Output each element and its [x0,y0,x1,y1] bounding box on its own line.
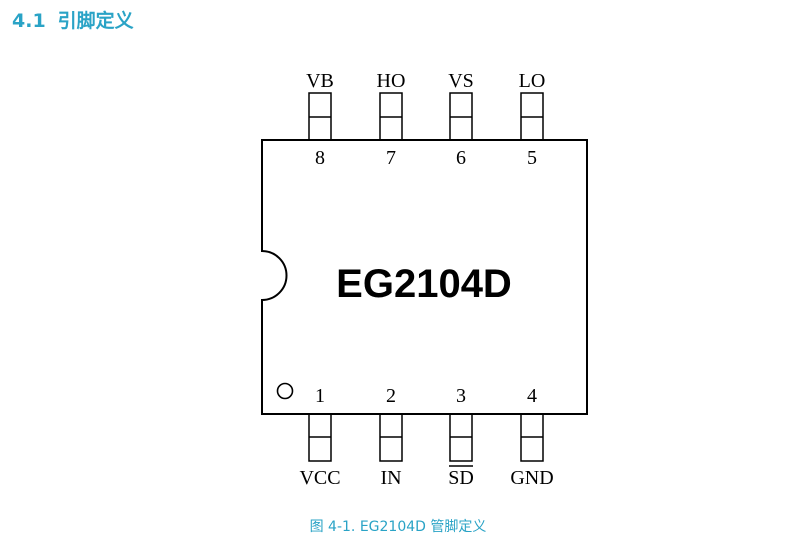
top-pin-label: LO [519,70,546,92]
bottom-pin-label: IN [380,467,401,489]
top-pin-label: VS [448,70,474,92]
bottom-pin-numbers: 1 2 3 4 [315,385,537,407]
pin1-marker [276,382,294,400]
top-pin-number: 5 [527,147,537,169]
top-pin-label: VB [306,70,334,92]
bottom-pin-number: 4 [527,385,537,407]
section-title: 引脚定义 [57,10,134,32]
top-pin-number: 8 [315,147,325,169]
chip-name: EG2104D [336,262,512,306]
bottom-pin-label: GND [510,467,553,489]
top-pin-number: 6 [456,147,466,169]
top-pins: VB HO VS LO [306,70,546,141]
section-number: 4.1 [12,10,46,32]
top-pin-label: HO [377,70,406,92]
figure-caption: 图 4-1. EG2104D 管脚定义 [309,519,487,535]
section-heading: 4.1 引脚定义 [12,6,134,33]
bottom-pins: VCC IN SD GND [299,413,554,489]
bottom-pin-number: 3 [456,385,466,407]
chip-body [261,139,588,415]
bottom-pin-label: VCC [299,467,340,489]
bottom-pin-number: 1 [315,385,325,407]
top-pin-numbers: 8 7 6 5 [315,147,537,169]
bottom-pin-label: SD [448,467,474,489]
bottom-pin-number: 2 [386,385,396,407]
top-pin-number: 7 [386,147,396,169]
